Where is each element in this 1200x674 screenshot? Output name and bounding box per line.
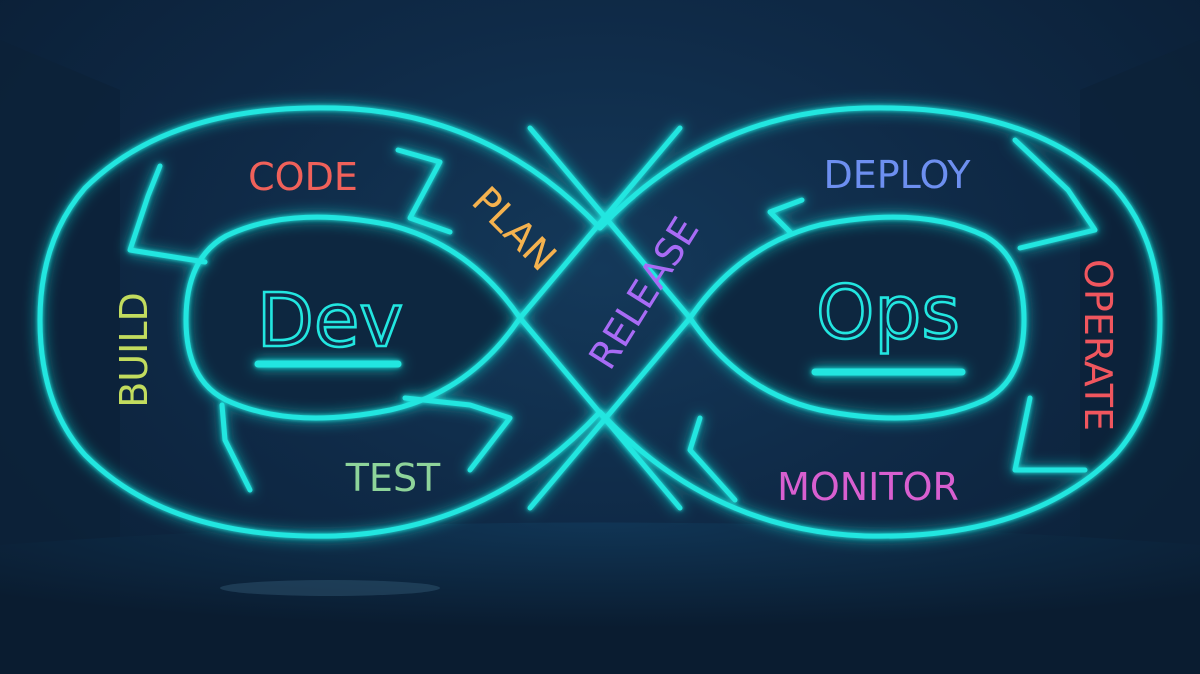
arrow-segment-test: [219, 402, 253, 493]
arrow-segment-deploy: [767, 197, 805, 235]
phase-operate-label: OPERATE: [1076, 259, 1120, 431]
infinity-glow-group: [37, 105, 1163, 539]
ops-hub-label: Ops: [816, 270, 960, 356]
phase-plan-label: PLAN: [463, 178, 564, 279]
arrow-segment-operate: [1012, 137, 1098, 251]
arrow-segment-code: [395, 147, 453, 235]
arrow-segment-operate-end: [1012, 395, 1088, 473]
ops-inner-contour: [687, 214, 1027, 421]
dev-hub-label: Dev: [257, 278, 403, 364]
phase-code-label: CODE: [248, 155, 358, 199]
floor: [0, 522, 1200, 674]
phase-test-label: TEST: [345, 456, 441, 500]
phase-release-label: RELEASE: [580, 209, 707, 376]
arrow-segment-build: [127, 163, 208, 265]
phase-deploy-label: DEPLOY: [823, 153, 971, 197]
phase-build-label: BUILD: [112, 292, 156, 408]
crossing-strand-down-left: [517, 315, 683, 511]
floor-reflection: [220, 580, 440, 596]
arrow-segment-test-end: [402, 395, 513, 473]
crossing-strand-down: [527, 125, 693, 321]
left-wall-shade: [0, 40, 120, 600]
arrow-segment-monitor: [687, 415, 738, 503]
crossing-strand-up: [517, 125, 683, 321]
crossing-strand-down-right: [527, 315, 693, 511]
dev-inner-eye: [186, 217, 520, 418]
phase-monitor-label: MONITOR: [777, 465, 959, 509]
ops-inner-eye: [690, 217, 1024, 418]
